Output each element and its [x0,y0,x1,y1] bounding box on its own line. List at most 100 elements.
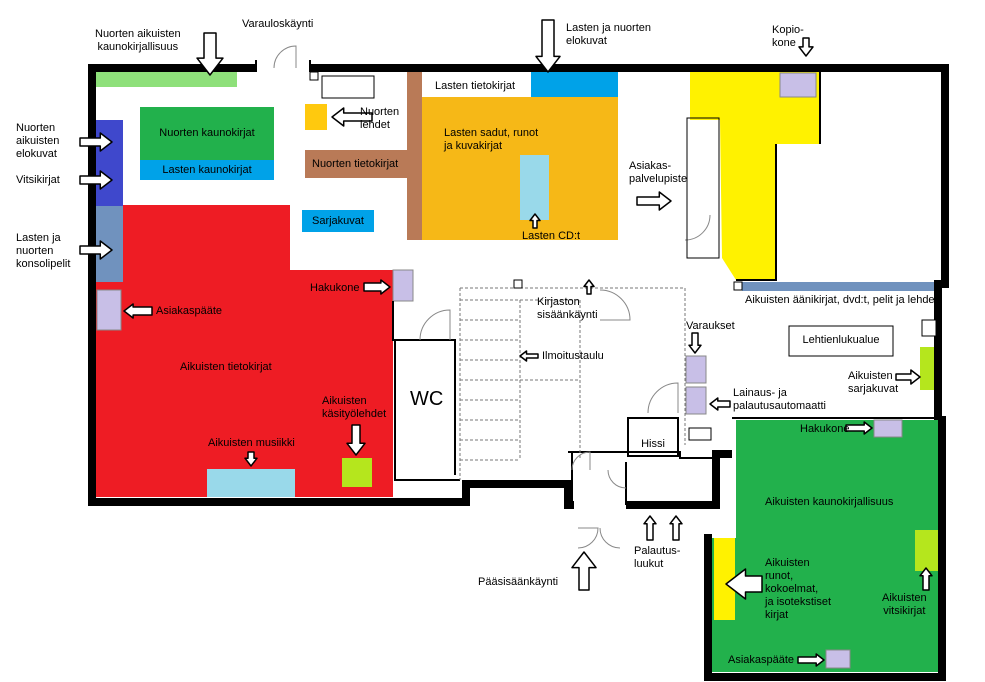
label-lasten-kaunokirjat: Lasten kaunokirjat [162,164,252,176]
label-paasisaankaynti: Pääsisäänkäynti [478,576,559,588]
yellow-counter [686,117,720,259]
arrow-aikuisten-vitsikirjat-icon [919,567,933,591]
label-lasten-cd: Lasten CD:t [522,230,581,242]
label-ilmoitustaulu: Ilmoitustaulu [542,350,604,362]
label-hissi: Hissi [641,438,665,450]
arrow-aikuisten-musiikki-icon [244,451,258,467]
door-arc-6 [607,469,627,489]
arrow-aikuisten-runot-icon [725,568,763,600]
hissi-box [627,417,679,457]
door-arc-5 [571,451,591,471]
zone-lasten-elokuvat [531,72,618,97]
lainaus-box [685,386,707,415]
asiakaspaate-box-2 [825,649,851,669]
arrow-palautusluukku-1-icon [643,515,657,541]
label-lasten-tietokirjat: Lasten tietokirjat [435,80,516,92]
zone-aikuisten-sarjakuvat [920,347,938,390]
label-kopiokone: Kopio- kone [772,24,804,49]
door-arc-3 [599,289,631,321]
label-sarjakuvat: Sarjakuvat [312,215,364,227]
wall-outer-bottom-mid [626,450,732,509]
label-nuorten-tietokirjat: Nuorten tietokirjat [312,158,399,170]
zone-lasten-kaunokirjat [140,160,274,180]
zone-aikuisten-kaunokirjallisuus [712,420,938,672]
door-arc-8 [599,527,621,549]
kopiokone-box [779,72,817,98]
small-box-2 [513,279,523,289]
lehtienlukualue-box [788,325,894,357]
zone-nuorten-tietokirjat [305,72,422,240]
zone-nuorten-aikuisten-kaunokirjallisuus [96,72,237,87]
small-box-1 [309,71,319,81]
arrow-lainaus-icon [709,397,731,411]
label-aikuisten-kaunokirjallisuus: Aikuisten kaunokirjallisuus [765,496,894,508]
wall-stairs [392,301,460,481]
label-hakukone-2: Hakukone [800,423,850,435]
label-nuorten-aikuisten-elokuvat: Nuorten aikuisten elokuvat [16,122,60,160]
label-aikuisten-aanikirjat: Aikuisten äänikirjat, dvd:t, pelit ja le… [745,294,938,306]
label-asiakaspaate-1: Asiakaspääte [156,305,223,317]
label-aikuisten-kasityolehdet: Aikuisten käsityölehdet [322,395,387,420]
label-aikuisten-sarjakuvat: Aikuisten sarjakuvat [848,370,899,395]
label-varauloskaynti: Varauloskäynti [242,18,314,30]
zone-nuorten-lehdet [305,104,327,130]
zone-aikuisten-vitsikirjat [915,530,938,571]
arrow-nuorten-aikuisten-elokuvat-icon [79,132,113,152]
arrow-nuorten-lehdet-icon [331,107,373,127]
arrow-nuorten-aikuisten-kaunokirjallisuus-icon [196,32,224,76]
arrow-varaukset-icon [688,332,702,354]
arrow-lasten-elokuvat-icon [535,19,561,73]
label-aikuisten-musiikki: Aikuisten musiikki [208,437,295,449]
arrow-palautusluukku-2-icon [669,515,683,541]
small-box-5 [688,427,712,441]
varaukset-box [685,355,707,384]
hakukone-box-2 [873,419,903,438]
label-nuorten-aikuisten-kaunokirjallisuus: Nuorten aikuisten kaunokirjallisuus [95,28,181,53]
arrow-hakukone-2-icon [845,421,873,435]
label-lainaus: Lainaus- ja palautusautomaatti [733,387,826,412]
door-arc-4 [647,382,679,414]
asiakaspaate-box-1 [96,289,122,331]
wall-outer-right-bottom [704,416,946,681]
label-kirjaston-sisaankaynti: Kirjaston sisäänkäynti [537,296,598,321]
zone-aikuisten-runot [714,538,735,620]
small-box-3 [733,281,743,291]
zone-sarjakuvat [302,210,374,232]
arrow-kopiokone-icon [798,37,814,57]
zone-aikuisten-musiikki [207,469,295,497]
wall-emergency-door [255,60,311,72]
label-aikuisten-vitsikirjat: Aikuisten vitsikirjat [882,592,927,617]
arrow-asiakaspaate-2-icon [797,653,825,667]
label-aikuisten-runot: Aikuisten runot, kokoelmat, ja isoteksti… [765,557,832,621]
zone-asiakaspalvelupiste [690,71,820,280]
door-arc-1 [273,45,297,69]
wall-outer-left [92,64,949,420]
zone-nuorten-kaunokirjat [140,107,274,160]
stairs-outline [459,287,686,480]
zone-lasten-cd [520,155,549,220]
arrow-vitsikirjat-icon [79,170,113,190]
label-lasten-sadut: Lasten sadut, runot ja kuvakirjat [444,127,539,152]
label-varaukset: Varaukset [686,320,735,332]
wall-outer-bottom-left [88,64,574,509]
label-asiakaspaate-2: Asiakaspääte [728,654,795,666]
door-arc-2 [419,309,451,341]
wall-entry [568,451,716,505]
arrow-asiakaspalvelupiste-icon [636,191,672,211]
arrow-aikuisten-sarjakuvat-icon [895,369,921,385]
arrow-kasityolehdet-icon [346,424,366,456]
arrow-hakukone-1-icon [363,279,391,295]
label-nuorten-kaunokirjat: Nuorten kaunokirjat [159,127,255,139]
label-vitsikirjat: Vitsikirjat [16,174,60,186]
small-box-4 [921,319,937,337]
door-arc-7 [577,527,599,549]
arrow-asiakaspaate-1-icon [123,303,153,319]
wall-yellow-inner [736,71,821,281]
door-arc-9 [684,214,711,241]
arrow-paasisaankaynti-icon [571,551,597,591]
arrow-lasten-cd-icon [529,213,541,229]
label-aikuisten-tietokirjat: Aikuisten tietokirjat [180,361,272,373]
label-hakukone-1: Hakukone [310,282,360,294]
arrow-kirjaston-sisaankaynti-icon [583,279,595,295]
